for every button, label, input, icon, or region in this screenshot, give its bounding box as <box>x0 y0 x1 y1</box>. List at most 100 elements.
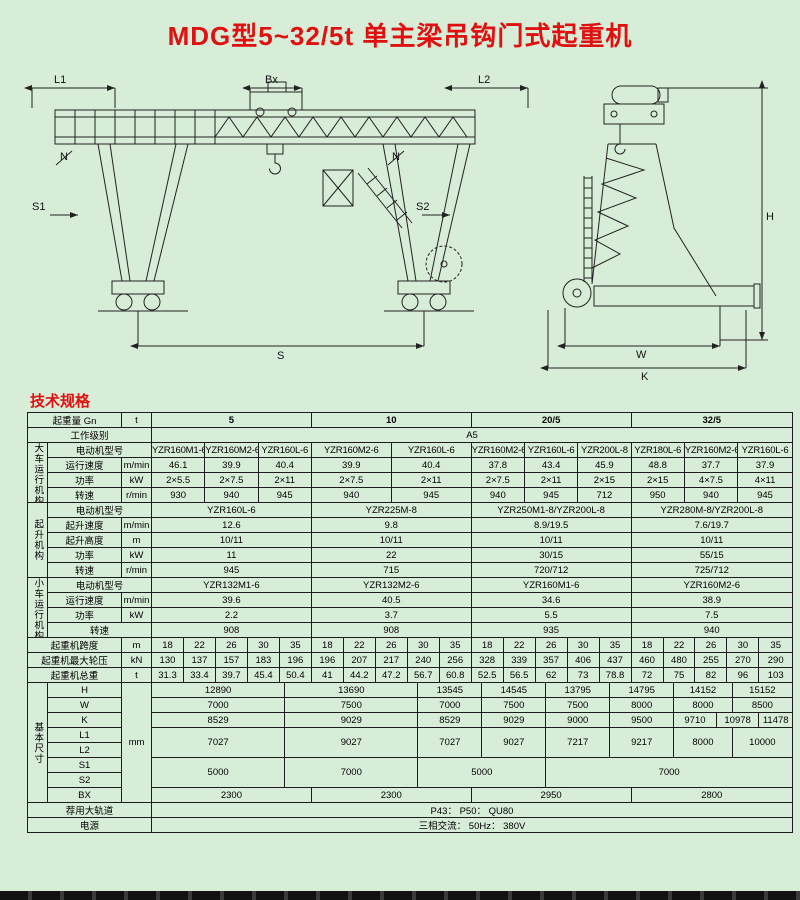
row-gantry-rpm: 转速 r/min 930 940 945 940 945 940 945 712… <box>28 487 793 503</box>
data-cell: 103 <box>758 667 793 683</box>
data-cell: 52.5 <box>470 667 504 683</box>
data-cell: YZR160L-6 <box>523 442 579 458</box>
data-cell: 5 <box>151 412 312 428</box>
data-cell: 40.4 <box>390 457 472 473</box>
data-cell: YZR160L-6 <box>151 502 312 518</box>
data-cell: 339 <box>502 652 536 668</box>
data-cell: YZR160M2-6 <box>204 442 259 458</box>
data-cell: 37.9 <box>737 457 793 473</box>
data-cell: 72 <box>630 667 664 683</box>
data-cell: 45.9 <box>577 457 632 473</box>
data-cell: 47.2 <box>374 667 408 683</box>
data-cell: 950 <box>630 487 685 503</box>
row-label: 转速 <box>47 487 122 503</box>
data-cell: 12890 <box>150 682 286 698</box>
data-cell: 7500 <box>481 697 547 713</box>
data-cell: YZR132M1-6 <box>151 577 312 593</box>
row-trolley-rpm: 转速 908 908 935 940 <box>28 622 794 638</box>
data-cell: 78.8 <box>598 667 632 683</box>
row-label: 转速 <box>47 562 122 578</box>
data-cell: 7217 <box>545 727 611 758</box>
data-cell: 18 <box>470 637 504 653</box>
data-cell: 406 <box>566 652 600 668</box>
row-label: 起重机总重 <box>27 667 122 683</box>
data-cell: YZR225M-8 <box>310 502 472 518</box>
row-capacity: 起重量 Gn t 5 10 20/5 32/5 <box>27 412 794 428</box>
row-trolley-speed: 运行速度 m/min 39.6 40.5 34.6 38.9 <box>28 592 794 608</box>
data-cell: 30 <box>406 637 440 653</box>
row-dim-S1: S1 5000 7000 5000 7000 <box>28 757 793 788</box>
data-cell: 75 <box>662 667 696 683</box>
data-cell: 2800 <box>630 787 794 803</box>
data-cell: 30/15 <box>470 547 632 563</box>
data-cell: 26 <box>374 637 408 653</box>
section-label: 基本尺寸 <box>27 682 48 803</box>
data-cell: 96 <box>726 667 760 683</box>
data-cell: 35 <box>438 637 472 653</box>
data-cell: 37.8 <box>470 457 525 473</box>
row-label: 起升速度 <box>47 517 122 533</box>
data-cell: 22 <box>502 637 536 653</box>
data-cell: 157 <box>214 652 248 668</box>
row-label: 荐用大轨道 <box>27 802 152 818</box>
data-cell: 5000 <box>417 757 547 788</box>
unit-label: mm <box>121 682 152 803</box>
row-gantry-speed: 运行速度 m/min 46.1 39.9 40.4 39.9 40.4 37.8… <box>28 457 793 473</box>
row-label: H <box>47 682 122 698</box>
dim-label-s1: S1 <box>32 201 45 213</box>
data-cell: 9027 <box>284 727 419 758</box>
row-label: 起重机跨度 <box>27 637 122 653</box>
data-cell: 9710 <box>673 712 717 728</box>
trolley <box>249 91 303 111</box>
data-cell: 62 <box>534 667 568 683</box>
data-cell: P43： P50： QU80 <box>151 802 793 818</box>
data-cell: 26 <box>694 637 728 653</box>
data-cell: 437 <box>598 652 632 668</box>
data-cell: 41 <box>310 667 344 683</box>
dim-label-k: K <box>641 371 649 383</box>
row-dim-BX: BX 2300 2300 2950 2800 <box>28 787 794 803</box>
unit-label: r/min <box>121 562 152 578</box>
data-cell: 7000 <box>545 757 793 788</box>
data-cell: 328 <box>470 652 504 668</box>
data-cell: YZR160M2-6 <box>310 442 392 458</box>
unit-label: m <box>121 532 152 548</box>
dim-label-l2: L2 <box>478 74 490 86</box>
data-cell: 35 <box>278 637 312 653</box>
data-cell: 13795 <box>545 682 611 698</box>
data-cell: 73 <box>566 667 600 683</box>
row-gantry-power: 功率 kW 2×5.5 2×7.5 2×11 2×7.5 2×11 2×7.5 … <box>28 472 793 488</box>
data-cell: 22 <box>662 637 696 653</box>
data-cell: 32/5 <box>630 412 794 428</box>
data-cell: 10978 <box>715 712 760 728</box>
row-label: S2 <box>47 772 122 788</box>
data-cell: 2×5.5 <box>150 472 206 488</box>
data-cell: YZR160M2-6 <box>630 577 794 593</box>
hook-icon <box>269 154 281 175</box>
data-cell: 9029 <box>481 712 547 728</box>
data-cell: 940 <box>204 487 259 503</box>
row-hoist-motor: 起升机构 电动机型号 YZR160L-6 YZR225M-8 YZR250M1-… <box>27 502 794 578</box>
data-cell: 39.9 <box>310 457 392 473</box>
data-cell: 270 <box>726 652 760 668</box>
data-cell: 22 <box>342 637 376 653</box>
side-view <box>540 80 768 371</box>
data-cell: 12.6 <box>151 517 312 533</box>
data-cell: 2×11 <box>523 472 579 488</box>
data-cell: 10/11 <box>470 532 632 548</box>
dim-label-h: H <box>766 211 774 223</box>
data-cell: 2×11 <box>390 472 472 488</box>
data-cell: 10/11 <box>151 532 312 548</box>
unit-label: t <box>121 412 152 428</box>
row-dim-K: K 8529 9029 8529 9029 9000 9500 9710 109… <box>28 712 793 728</box>
data-cell: 35 <box>758 637 793 653</box>
row-gantry-motor: 大车运行机构 电动机型号 YZR160M1-6 YZR160M2-6 YZR16… <box>27 442 793 503</box>
row-dim-H: 基本尺寸 H mm 12890 13690 13545 14545 13795 … <box>27 682 794 803</box>
page-title: MDG型5~32/5t 单主梁吊钩门式起重机 <box>167 21 633 51</box>
data-cell: 14152 <box>673 682 733 698</box>
row-total-weight: 起重机总重 t 31.3 33.4 39.7 45.4 50.4 41 44.2… <box>27 667 793 683</box>
data-cell: 930 <box>150 487 206 503</box>
data-cell: YZR160L-6 <box>737 442 793 458</box>
data-cell: YZR180L-6 <box>630 442 685 458</box>
data-cell: YZR160M1-6 <box>150 442 206 458</box>
